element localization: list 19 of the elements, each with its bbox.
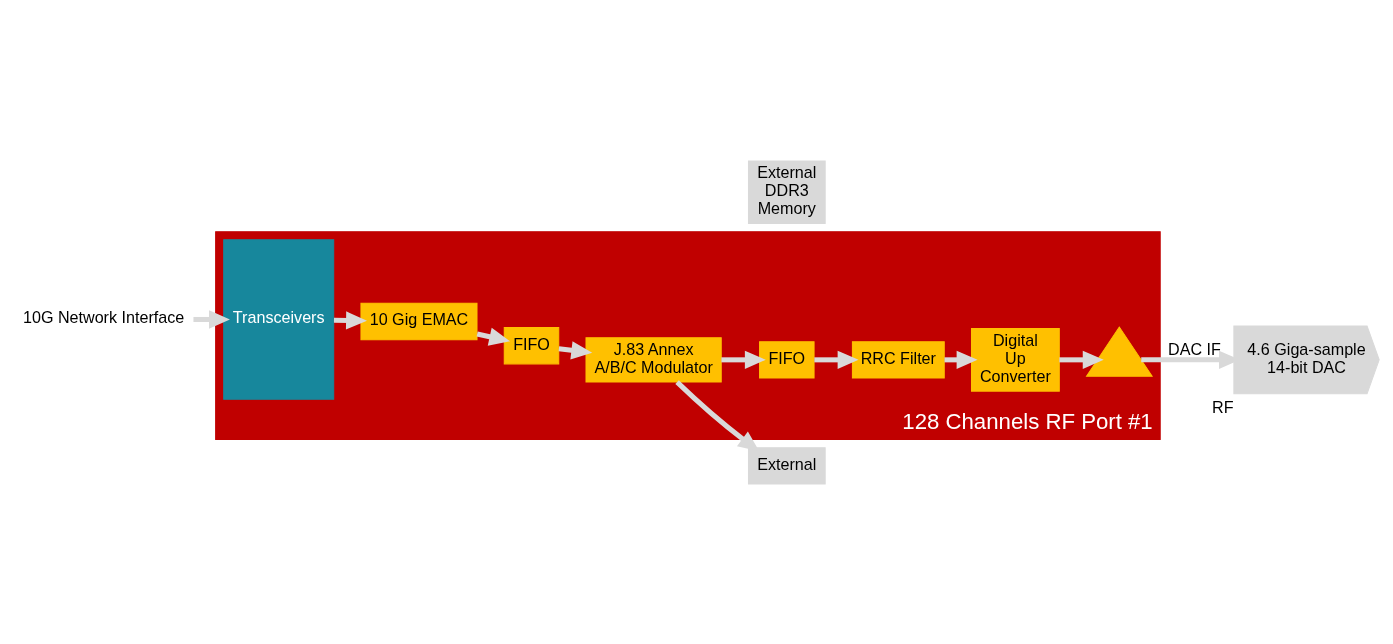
node-box: FIFO [503, 326, 560, 364]
node-box: External DDR3 Memory [747, 160, 826, 224]
arrow [193, 309, 230, 329]
node-label: RF [1212, 397, 1234, 416]
arrow [814, 350, 859, 369]
node-box: External [747, 446, 826, 484]
node-box: J.83 Annex A/B/C Modulator [585, 336, 722, 383]
node-triangle [1085, 325, 1154, 377]
arrow [721, 350, 766, 369]
edge-label: DAC IF [1168, 339, 1221, 358]
node-box: Transceivers [223, 238, 335, 400]
node-box: FIFO [759, 340, 815, 378]
arrow [944, 350, 978, 369]
arrow [1059, 350, 1104, 369]
node-box: Digital Up Converter [971, 327, 1060, 392]
node-text: 10G Network Interface [22, 307, 185, 326]
node-box: 10 Gig EMAC [360, 302, 478, 340]
arrow [675, 379, 760, 451]
node-box: RRC Filter [851, 340, 945, 378]
